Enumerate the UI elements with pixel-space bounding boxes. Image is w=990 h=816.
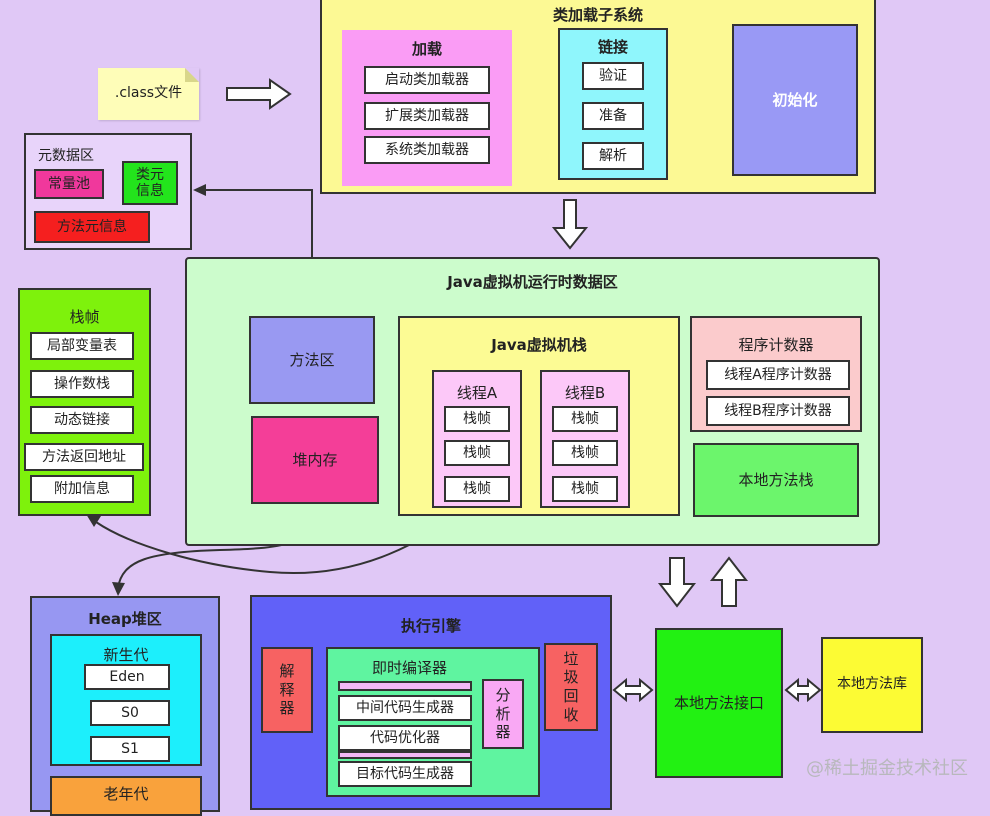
class-file-label: .class文件	[114, 85, 183, 102]
thread-a-frame: 栈帧	[444, 406, 510, 432]
loading-title: 加载	[411, 40, 442, 58]
survivor-s0: S0	[90, 700, 170, 726]
program-counter-title: 程序计数器	[738, 336, 814, 354]
heap-memory: 堆内存	[251, 416, 379, 504]
native-method-library: 本地方法库	[821, 637, 923, 733]
garbage-collector: 垃 圾 回 收	[544, 643, 598, 731]
thread-a: 线程A 栈帧 栈帧 栈帧	[432, 370, 522, 508]
linking-box: 链接 验证 准备 解析	[558, 28, 668, 180]
thread-b-frame: 栈帧	[552, 440, 618, 466]
thread-b-frame: 栈帧	[552, 476, 618, 502]
thread-b-pc: 线程B程序计数器	[706, 396, 850, 426]
runtime-title: Java虚拟机运行时数据区	[447, 273, 618, 291]
init-box: 初始化	[732, 24, 858, 176]
loading-box: 加载 启动类加载器 扩展类加载器 系统类加载器	[342, 30, 512, 186]
jvm-stack-title: Java虚拟机栈	[491, 336, 587, 354]
watermark: @稀土掘金技术社区	[806, 758, 968, 779]
program-counter: 程序计数器 线程A程序计数器 线程B程序计数器	[690, 316, 862, 432]
stack-frame-title: 栈帧	[69, 308, 100, 326]
method-metadata: 方法元信息	[34, 211, 150, 243]
jit-title: 即时编译器	[372, 659, 448, 677]
thread-a-frame: 栈帧	[444, 440, 510, 466]
thread-b: 线程B 栈帧 栈帧 栈帧	[540, 370, 630, 508]
arrowhead-icon	[86, 514, 101, 527]
native-method-interface: 本地方法接口	[655, 628, 783, 778]
double-arrow-icon	[784, 677, 822, 703]
arrow-right-icon	[226, 78, 292, 110]
young-title: 新生代	[103, 646, 149, 664]
metaspace-title: 元数据区	[38, 148, 94, 164]
thread-a-frame: 栈帧	[444, 476, 510, 502]
runtime-data-area: Java虚拟机运行时数据区 方法区 堆内存 Java虚拟机栈 线程A 栈帧 栈帧…	[185, 257, 880, 546]
execution-engine: 执行引擎 解 释 器 即时编译器 中间代码生成器 代码优化器 目标代码生成器 分…	[250, 595, 612, 810]
thread-b-title: 线程B	[564, 384, 606, 402]
constant-pool: 常量池	[34, 169, 104, 199]
young-generation: 新生代 Eden S0 S1	[50, 634, 202, 766]
target-code-generator: 目标代码生成器	[338, 761, 472, 787]
code-optimizer: 代码优化器	[338, 725, 472, 751]
return-address: 方法返回地址	[24, 443, 144, 471]
native-method-stack: 本地方法栈	[693, 443, 859, 517]
extension-loader: 扩展类加载器	[364, 102, 490, 130]
class-metadata: 类元 信息	[122, 161, 178, 205]
dynamic-linking: 动态链接	[30, 406, 134, 434]
eden-space: Eden	[84, 664, 170, 690]
thread-a-title: 线程A	[456, 384, 498, 402]
arrow-up-icon	[709, 556, 749, 607]
double-arrow-icon	[612, 677, 654, 703]
old-generation: 老年代	[50, 776, 202, 816]
class-loader-subsystem: 类加载子系统 加载 启动类加载器 扩展类加载器 系统类加载器 链接 验证 准备 …	[320, 0, 876, 194]
stack-frame-panel: 栈帧 局部变量表 操作数栈 动态链接 方法返回地址 附加信息	[18, 288, 151, 516]
class-file-note: .class文件	[98, 68, 199, 120]
resolve-step: 解析	[582, 142, 644, 170]
thread-a-pc: 线程A程序计数器	[706, 360, 850, 390]
arrowhead-icon	[112, 582, 125, 596]
thread-b-frame: 栈帧	[552, 406, 618, 432]
interpreter: 解 释 器	[261, 647, 313, 733]
bootstrap-loader: 启动类加载器	[364, 66, 490, 94]
arrow-down-icon	[657, 557, 697, 608]
additional-info: 附加信息	[30, 475, 134, 503]
local-variable-table: 局部变量表	[30, 332, 134, 360]
engine-title: 执行引擎	[400, 617, 461, 635]
verify-step: 验证	[582, 62, 644, 90]
heap-area-title: Heap堆区	[88, 610, 162, 628]
arrow-down-icon	[551, 199, 589, 250]
arrowhead-icon	[193, 184, 206, 196]
folded-corner-icon	[185, 68, 199, 82]
operand-stack: 操作数栈	[30, 370, 134, 398]
jit-item-bar	[338, 751, 472, 759]
jvm-stack: Java虚拟机栈 线程A 栈帧 栈帧 栈帧 线程B 栈帧 栈帧 栈帧	[398, 316, 680, 516]
prepare-step: 准备	[582, 102, 644, 130]
method-area: 方法区	[249, 316, 375, 404]
class-loader-title: 类加载子系统	[552, 6, 643, 24]
system-loader: 系统类加载器	[364, 136, 490, 164]
survivor-s1: S1	[90, 736, 170, 762]
jit-compiler: 即时编译器 中间代码生成器 代码优化器 目标代码生成器 分 析 器	[326, 647, 540, 797]
metaspace: 元数据区 常量池 类元 信息 方法元信息	[24, 133, 192, 250]
analyzer: 分 析 器	[482, 679, 524, 749]
ir-generator: 中间代码生成器	[338, 695, 472, 721]
old-title: 老年代	[103, 785, 149, 803]
jit-item-bar	[338, 681, 472, 691]
heap-area: Heap堆区 新生代 Eden S0 S1 老年代	[30, 596, 220, 816]
linking-title: 链接	[597, 38, 628, 56]
